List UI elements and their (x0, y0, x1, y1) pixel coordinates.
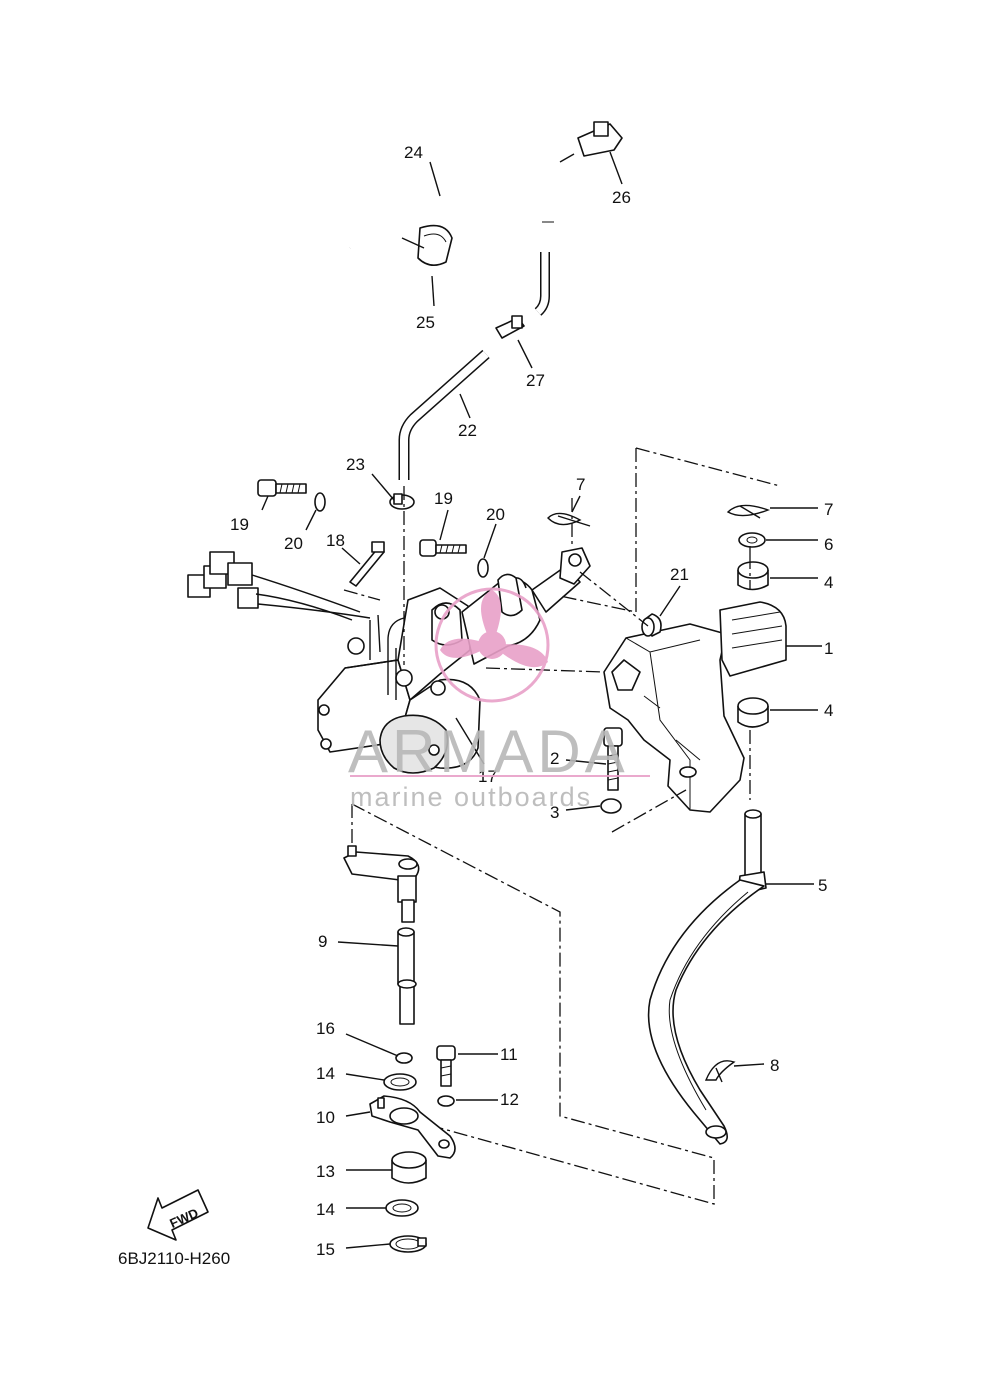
propeller-logo-icon (434, 587, 550, 703)
leader-lines (261, 151, 818, 1249)
hose-24 (348, 143, 554, 316)
callout-19-left: 19 (230, 515, 249, 534)
callout-11: 11 (500, 1045, 518, 1064)
oring-16 (395, 1052, 413, 1064)
washer-12 (437, 1095, 455, 1107)
callout-4-top: 4 (824, 573, 833, 592)
bush-14-top (383, 1073, 417, 1091)
callout-20-left: 20 (284, 534, 303, 553)
clamp-26 (559, 121, 623, 163)
callout-23: 23 (346, 455, 365, 474)
callout-13: 13 (316, 1162, 335, 1181)
callout-7-left: 7 (576, 475, 585, 494)
watermark-brand: ARMADA (348, 718, 629, 785)
bush-14-bottom (385, 1199, 419, 1217)
diagram-code: 6BJ2110-H260 (118, 1249, 230, 1268)
pin-7-left (547, 512, 591, 527)
assembly-lines (343, 447, 781, 1205)
callout-27: 27 (526, 371, 545, 390)
fwd-arrow-icon: FWD (147, 1189, 209, 1241)
washer-3 (600, 798, 622, 814)
callout-26: 26 (612, 188, 631, 207)
callout-7-right: 7 (824, 500, 833, 519)
callout-6: 6 (824, 535, 833, 554)
callout-2: 2 (550, 749, 559, 768)
watermark-tagline: marine outboards (350, 782, 592, 812)
callout-14-top: 14 (316, 1064, 335, 1083)
circlip-15 (389, 1235, 427, 1253)
pin-8 (704, 1060, 736, 1083)
trim-motor-17 (317, 587, 481, 774)
callout-4-bottom: 4 (824, 701, 833, 720)
bolt-19-left (257, 479, 307, 497)
callout-8: 8 (770, 1056, 779, 1075)
bolt-2 (603, 727, 623, 791)
connectors (187, 551, 371, 621)
callout-14-bottom: 14 (316, 1200, 335, 1219)
callout-22: 22 (458, 421, 477, 440)
callout-18: 18 (326, 531, 345, 550)
bolt-11 (436, 1045, 456, 1087)
collar-13 (391, 1151, 427, 1184)
sleeve-4-top (737, 561, 769, 591)
watermark: ARMADA marine outboards (348, 587, 650, 812)
sleeve-21 (641, 613, 662, 637)
callout-19-right: 19 (434, 489, 453, 508)
bolt-19-right (419, 539, 467, 557)
callout-12: 12 (500, 1090, 519, 1109)
tilt-lever-5 (647, 879, 765, 1145)
washer-6 (738, 532, 766, 548)
joint-27 (495, 315, 525, 339)
callout-15: 15 (316, 1240, 335, 1259)
sleeve-4-bottom (737, 697, 769, 728)
callout-20-right: 20 (486, 505, 505, 524)
clip-23 (389, 493, 415, 510)
rod-9 (397, 927, 417, 1025)
band-18 (349, 541, 385, 587)
hose-22 (398, 349, 490, 480)
callout-1: 1 (824, 639, 833, 658)
callout-25: 25 (416, 313, 435, 332)
clamp-25 (401, 224, 453, 266)
callout-24: 24 (404, 143, 423, 162)
trim-lever-top (343, 845, 420, 923)
callout-10: 10 (316, 1108, 335, 1127)
callout-labels: 24 26 25 27 22 23 7 7 19 19 20 20 18 6 2… (230, 143, 833, 1259)
callout-16: 16 (316, 1019, 335, 1038)
washer-20-left (314, 492, 326, 512)
pin-7-right (726, 504, 771, 519)
callout-21: 21 (670, 565, 689, 584)
callout-5: 5 (818, 876, 827, 895)
callout-9: 9 (318, 932, 327, 951)
callout-3: 3 (550, 803, 559, 822)
bracket-1 (603, 601, 787, 813)
washer-20-right (477, 558, 489, 578)
lever-10 (369, 1095, 456, 1159)
